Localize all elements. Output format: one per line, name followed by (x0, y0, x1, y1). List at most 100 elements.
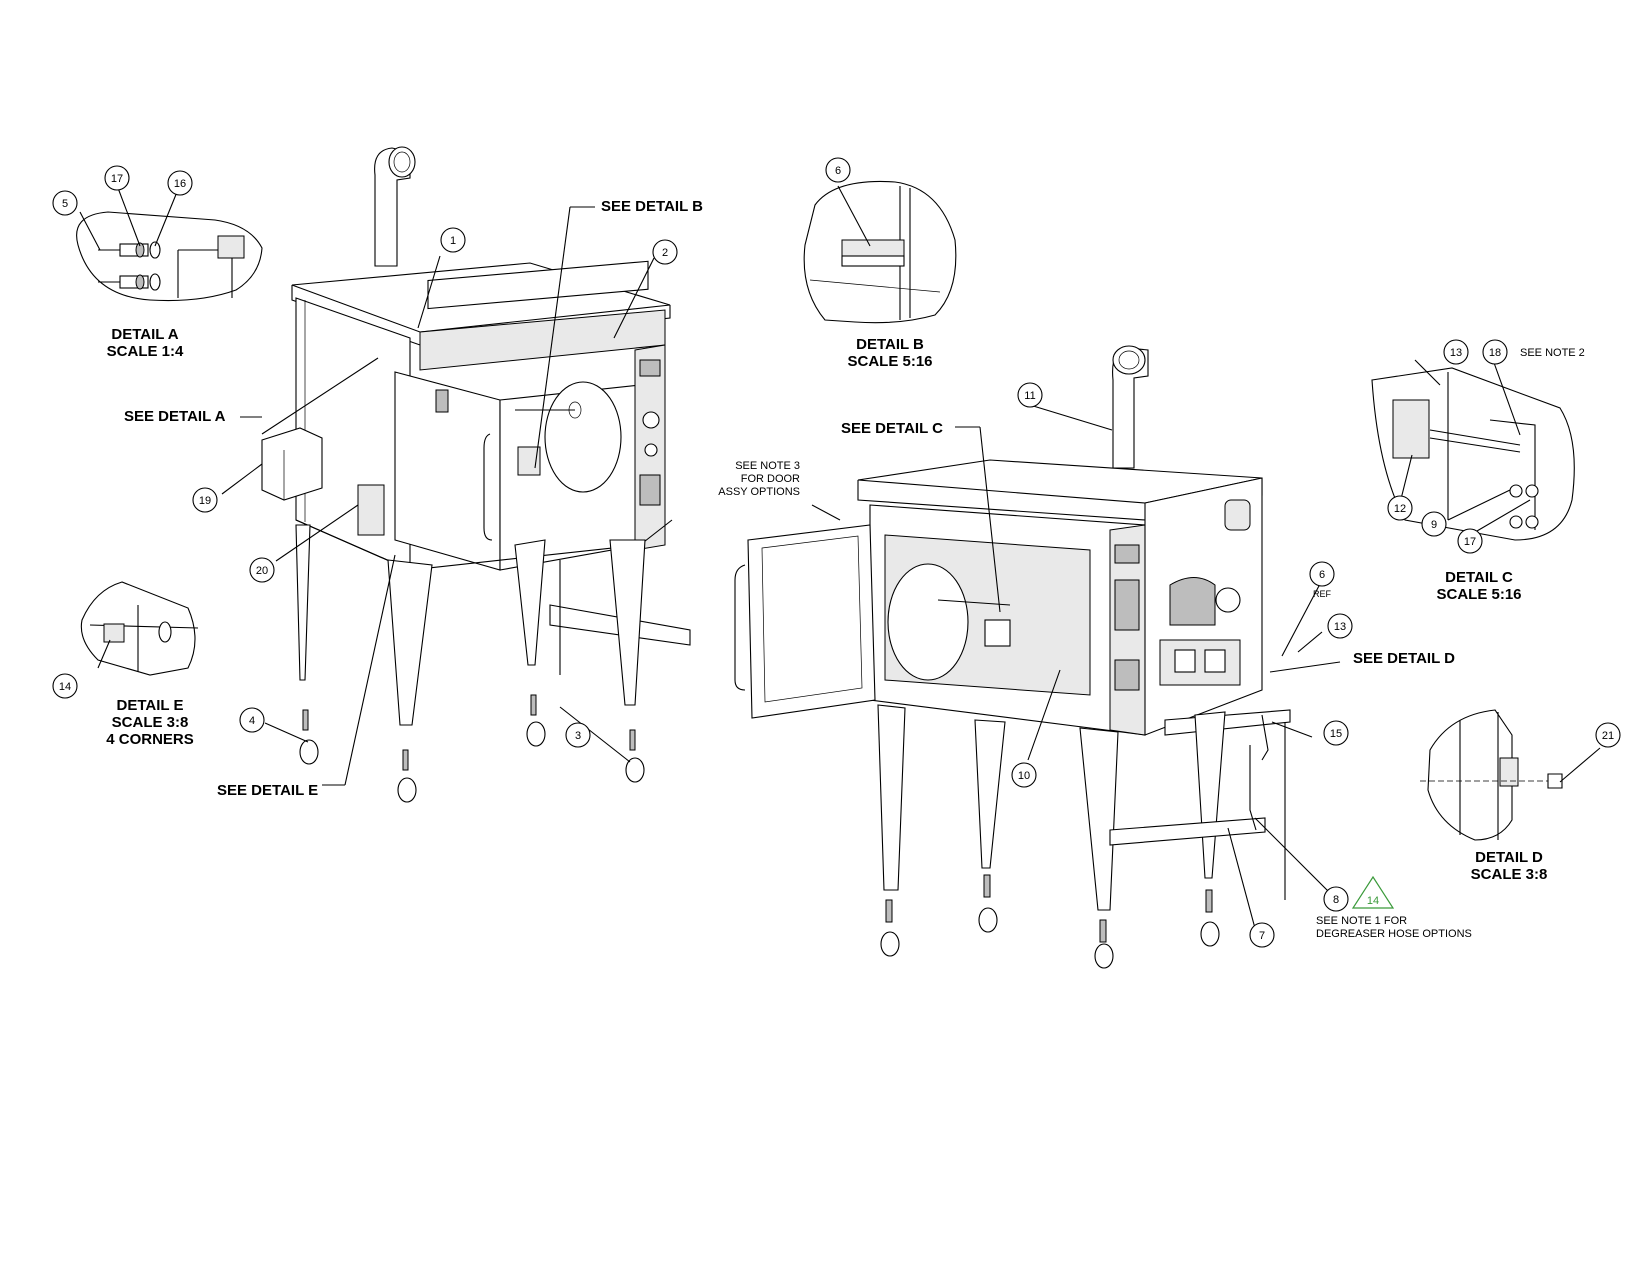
right-oven-gas-valve (1159, 639, 1241, 686)
right-oven-bottom-shelf (1109, 817, 1266, 846)
detail-e-view (80, 581, 199, 676)
callout-bubble-20: 20 (249, 557, 275, 583)
right-oven-caster (1094, 919, 1114, 969)
svg-text:16: 16 (174, 178, 186, 190)
svg-text:1: 1 (450, 235, 456, 247)
svg-text:9: 9 (1431, 519, 1437, 531)
left-oven-door-handle (483, 433, 493, 541)
callout-bubble-13: 13 (1327, 613, 1353, 639)
note-1-line-2: DEGREASER HOSE OPTIONS (1316, 928, 1472, 940)
right-oven-caster (978, 874, 998, 933)
callout-bubbles: 1 2 3 4 5 6 6 7 8 9 10 11 12 13 13 14 15… (52, 157, 1621, 948)
detail-a-scale: SCALE 1:4 (107, 343, 184, 360)
detail-c-scale: SCALE 5:16 (1436, 586, 1521, 603)
detail-d-scale: SCALE 3:8 (1471, 866, 1548, 883)
callout-bubble-18: 18 (1482, 339, 1508, 365)
callout-bubble-1: 1 (440, 227, 466, 253)
svg-text:2: 2 (662, 247, 668, 259)
svg-text:21: 21 (1602, 730, 1614, 742)
note-2-label: SEE NOTE 2 (1520, 347, 1585, 359)
right-oven-caster (880, 899, 900, 957)
detail-e-scale: SCALE 3:8 (112, 714, 189, 731)
detail-b-title: DETAIL B (856, 336, 924, 353)
callout-bubble-6-ref: 6 (1309, 561, 1335, 587)
svg-text:13: 13 (1450, 347, 1462, 359)
note-3-line-2: FOR DOOR (741, 473, 800, 485)
right-flue-opening (1112, 345, 1146, 375)
see-detail-b-label: SEE DETAIL B (601, 198, 703, 215)
svg-text:19: 19 (199, 495, 211, 507)
drawing-notes: SEE NOTE 3 FOR DOOR ASSY OPTIONS SEE NOT… (718, 347, 1585, 940)
detail-b-view (803, 180, 957, 324)
note-3-line-3: ASSY OPTIONS (718, 486, 800, 498)
detail-e-corners-note: 4 CORNERS (106, 731, 194, 748)
left-oven-junction-box (261, 427, 323, 501)
svg-text:17: 17 (111, 173, 123, 185)
right-oven-caster (1200, 889, 1220, 947)
svg-text:10: 10 (1018, 770, 1030, 782)
left-oven-caster (625, 729, 645, 783)
right-oven-leg-rear-left (974, 719, 1006, 869)
right-oven-degreaser-hose (1249, 745, 1257, 831)
callout-bubble-19: 19 (192, 487, 218, 513)
left-oven-leg-front-left (387, 559, 433, 726)
right-oven-door-handle (734, 564, 746, 691)
right-oven-open-door (747, 524, 876, 719)
detail-references: SEE DETAIL A SEE DETAIL B SEE DETAIL C S… (124, 198, 1455, 799)
callout-bubble-6: 6 (825, 157, 851, 183)
right-oven-vent (1224, 499, 1251, 531)
detail-d-title: DETAIL D (1475, 849, 1543, 866)
callout-bubble-8: 8 (1323, 886, 1349, 912)
detail-c-view (1371, 367, 1575, 541)
callout-bubble-17-detail-c: 17 (1457, 528, 1483, 554)
note-1-line-1: SEE NOTE 1 FOR (1316, 915, 1407, 927)
detail-c-title: DETAIL C (1445, 569, 1513, 586)
detail-a-title: DETAIL A (111, 326, 178, 343)
svg-text:20: 20 (256, 565, 268, 577)
svg-text:17: 17 (1464, 536, 1476, 548)
revision-triangle-label: 14 (1367, 895, 1379, 907)
right-oven-leg-rear-right (1194, 711, 1226, 879)
left-oven-caster (397, 749, 417, 803)
svg-text:8: 8 (1333, 894, 1339, 906)
left-oven-door-logo (435, 389, 449, 413)
svg-text:14: 14 (59, 681, 71, 693)
left-oven-leg-rear-left (295, 524, 311, 681)
callout-bubble-21: 21 (1595, 722, 1621, 748)
callout-bubble-11: 11 (1017, 382, 1043, 408)
svg-text:6: 6 (835, 165, 841, 177)
right-oven-motor (1169, 577, 1216, 626)
callout-bubble-14: 14 (52, 673, 78, 699)
left-oven-leg-rear-right (514, 539, 546, 666)
callout-bubble-17-detail-a: 17 (104, 165, 130, 191)
svg-text:12: 12 (1394, 503, 1406, 515)
svg-text:4: 4 (249, 715, 255, 727)
note-3-line-1: SEE NOTE 3 (735, 460, 800, 472)
svg-text:15: 15 (1330, 728, 1342, 740)
left-oven-assembly (261, 146, 691, 803)
left-oven-rotisserie-wheel (544, 381, 622, 493)
callout-bubble-9: 9 (1421, 511, 1447, 537)
left-oven-side-bracket (357, 484, 385, 536)
left-oven-caster (526, 694, 546, 747)
svg-text:3: 3 (575, 730, 581, 742)
left-flue-opening (388, 146, 416, 178)
right-oven-rotisserie-wheel (887, 563, 969, 681)
svg-text:7: 7 (1259, 930, 1265, 942)
left-oven-motor-bracket (517, 446, 541, 476)
see-detail-d-label: SEE DETAIL D (1353, 650, 1455, 667)
see-detail-c-label: SEE DETAIL C (841, 420, 943, 437)
callout-bubble-16: 16 (167, 170, 193, 196)
callout-bubble-12: 12 (1387, 495, 1413, 521)
right-oven-leg-front-right (1079, 727, 1119, 911)
right-oven-assembly (734, 345, 1291, 969)
detail-titles: DETAIL A SCALE 1:4 DETAIL B SCALE 5:16 D… (106, 326, 1547, 883)
callout-bubble-13-detail-c: 13 (1443, 339, 1469, 365)
see-detail-e-label: SEE DETAIL E (217, 782, 318, 799)
callout-bubble-4: 4 (239, 707, 265, 733)
svg-text:13: 13 (1334, 621, 1346, 633)
left-oven-caster (299, 709, 319, 765)
right-oven-leg-front-left (877, 704, 906, 891)
svg-text:11: 11 (1024, 390, 1035, 402)
